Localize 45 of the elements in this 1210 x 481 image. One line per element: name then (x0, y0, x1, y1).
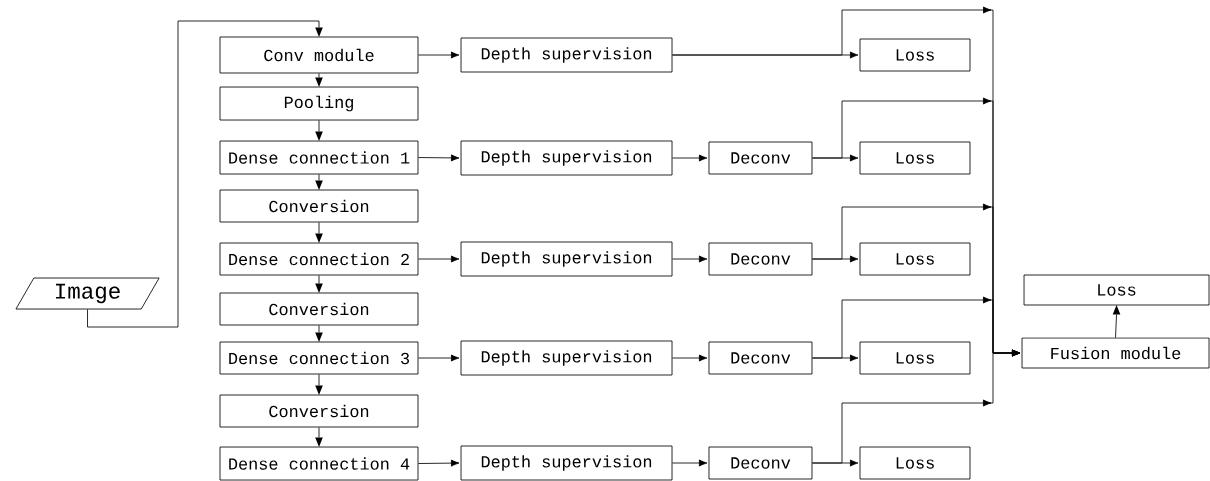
process-box: Depth supervision (460, 241, 673, 277)
process-box: Deconv (708, 242, 813, 276)
arrow (672, 354, 708, 362)
arrow (418, 154, 460, 162)
process-box: Conversion (219, 394, 419, 428)
process-box: Dense connection 2 (219, 242, 419, 276)
arrow (315, 427, 323, 447)
process-box: Pooling (219, 86, 419, 121)
process-box: Conv module (219, 36, 419, 74)
arrow (315, 275, 323, 293)
process-box: Dense connection 1 (219, 140, 419, 175)
process-box: Deconv (708, 141, 813, 175)
process-box: Depth supervision (460, 445, 673, 481)
process-box: Loss (859, 446, 971, 480)
process-box: Fusion module (1021, 337, 1210, 369)
arrow (315, 374, 323, 395)
process-box: Deconv (708, 341, 813, 375)
input-parallelogram: Image (15, 277, 160, 310)
arrow (418, 459, 460, 467)
arrow (672, 154, 708, 162)
arrow (1112, 305, 1121, 338)
arrow (315, 222, 323, 243)
arrow (812, 349, 1021, 464)
process-box: Dense connection 3 (219, 341, 419, 375)
arrow (315, 120, 323, 141)
arrow (418, 255, 460, 263)
process-box: Loss (1023, 274, 1210, 306)
process-box: Conversion (219, 292, 419, 326)
process-box: Deconv (708, 446, 813, 480)
process-box: Loss (859, 242, 971, 276)
arrow (315, 325, 323, 342)
arrow (418, 51, 460, 59)
arrow (315, 174, 323, 190)
process-box: Loss (859, 38, 971, 72)
process-box: Depth supervision (460, 340, 673, 376)
arrow (672, 459, 708, 467)
process-box: Dense connection 4 (219, 446, 419, 481)
process-box: Depth supervision (460, 37, 673, 73)
process-box: Loss (859, 341, 971, 375)
arrow (672, 255, 708, 263)
process-box: Conversion (219, 189, 419, 223)
arrow (315, 73, 323, 87)
arrow (418, 354, 460, 362)
process-box: Depth supervision (460, 140, 673, 176)
process-box: Loss (859, 141, 971, 175)
